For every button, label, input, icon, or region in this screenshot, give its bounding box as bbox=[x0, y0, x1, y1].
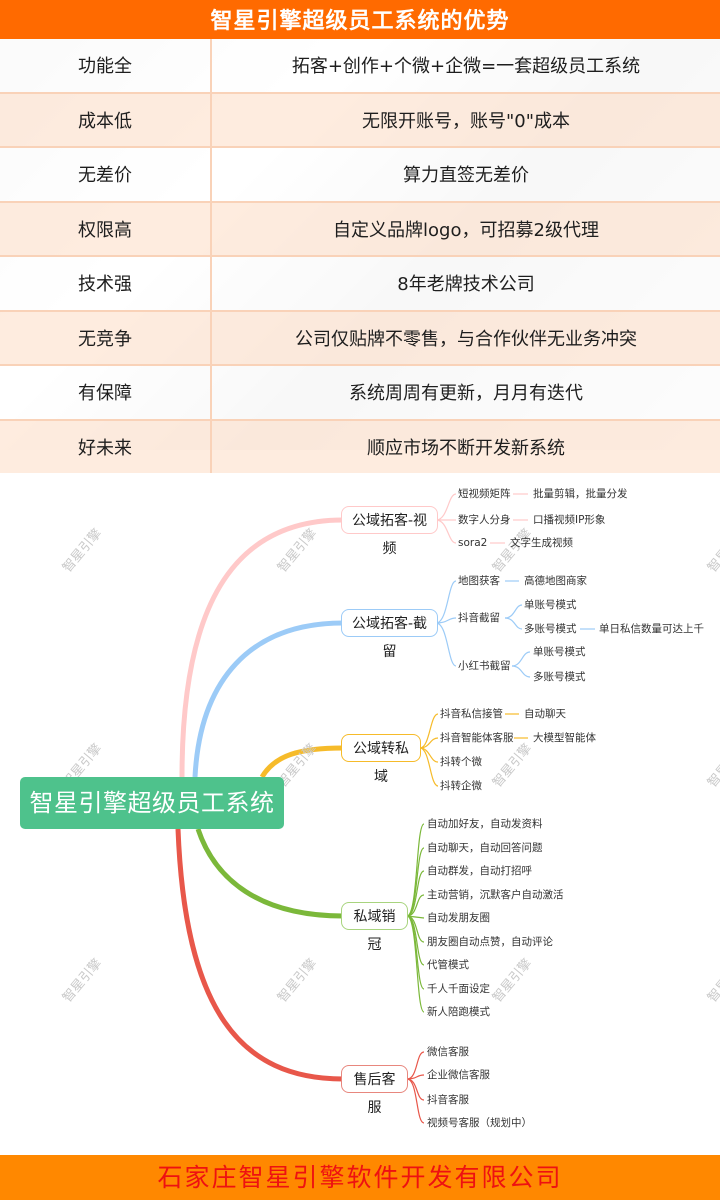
leaf-node: 多账号模式 bbox=[533, 671, 586, 683]
leaf-node: 高德地图商家 bbox=[524, 575, 587, 587]
leaf-node: 千人千面设定 bbox=[427, 983, 490, 995]
leaf-node: 自动发朋友圈 bbox=[427, 912, 490, 924]
mindmap-connectors bbox=[175, 493, 595, 1124]
advantages-title: 智星引擎超级员工系统的优势 bbox=[0, 0, 720, 39]
leaf-node: 小红书截留 bbox=[458, 660, 511, 672]
leaf-node: 企业微信客服 bbox=[427, 1069, 490, 1081]
table-row: 技术强 8年老牌技术公司 bbox=[0, 257, 720, 312]
leaf-node: 批量剪辑，批量分发 bbox=[533, 488, 628, 500]
table-row: 无差价 算力直签无差价 bbox=[0, 148, 720, 203]
table-row: 有保障 系统周周有更新，月月有迭代 bbox=[0, 366, 720, 421]
branch-node-public-intercept[interactable]: 公域拓客-截留 bbox=[341, 609, 438, 660]
row-value: 8年老牌技术公司 bbox=[397, 274, 535, 296]
table-row: 功能全 拓客+创作+个微+企微=一套超级员工系统 bbox=[0, 39, 720, 94]
leaf-node: 多账号模式 bbox=[524, 623, 577, 635]
branch-node-after-sales[interactable]: 售后客服 bbox=[341, 1065, 408, 1116]
leaf-node: 朋友圈自动点赞，自动评论 bbox=[427, 936, 553, 948]
row-key: 无竞争 bbox=[0, 311, 212, 364]
leaf-node: 微信客服 bbox=[427, 1046, 469, 1058]
row-key: 技术强 bbox=[0, 257, 212, 310]
leaf-node: 短视频矩阵 bbox=[458, 488, 511, 500]
leaf-node: 单账号模式 bbox=[524, 599, 577, 611]
leaf-node: 抖音智能体客服 bbox=[440, 732, 514, 744]
advantages-table: 智星引擎超级员工系统的优势 功能全 拓客+创作+个微+企微=一套超级员工系统 成本… bbox=[0, 0, 720, 473]
row-key: 成本低 bbox=[0, 93, 212, 146]
company-footer: 石家庄智星引擎软件开发有限公司 bbox=[0, 1155, 720, 1200]
table-row: 权限高 自定义品牌logo，可招募2级代理 bbox=[0, 202, 720, 257]
leaf-node: 抖音客服 bbox=[427, 1094, 469, 1106]
leaf-node: 视频号客服（规划中） bbox=[427, 1117, 532, 1129]
row-value: 算力直签无差价 bbox=[403, 165, 529, 187]
row-key: 功能全 bbox=[0, 39, 212, 92]
branch-node-public-to-private[interactable]: 公域转私域 bbox=[341, 734, 421, 785]
leaf-node: 抖音私信接管 bbox=[440, 708, 503, 720]
leaf-node: 新人陪跑模式 bbox=[427, 1006, 490, 1018]
table-row: 好未来 顺应市场不断开发新系统 bbox=[0, 420, 720, 473]
leaf-node: 抖转企微 bbox=[440, 780, 482, 792]
leaf-node: 口播视频IP形象 bbox=[533, 514, 606, 526]
leaf-node: 抖转个微 bbox=[440, 756, 482, 768]
row-key: 有保障 bbox=[0, 366, 212, 419]
row-value: 拓客+创作+个微+企微=一套超级员工系统 bbox=[291, 56, 641, 78]
leaf-node: 自动聊天 bbox=[524, 708, 566, 720]
row-key: 好未来 bbox=[0, 420, 212, 473]
row-value: 公司仅贴牌不零售，与合作伙伴无业务冲突 bbox=[295, 328, 637, 350]
mindmap-root-node[interactable]: 智星引擎超级员工系统 bbox=[20, 777, 284, 829]
leaf-node: 大模型智能体 bbox=[533, 732, 596, 744]
leaf-node: 自动加好友，自动发资料 bbox=[427, 818, 543, 830]
leaf-node: 单日私信数量可达上千 bbox=[599, 623, 704, 635]
mindmap: 智星引擎 智星引擎 智星引擎 智星引擎 智星引擎 智星引擎 智星引擎 智星引擎 … bbox=[0, 450, 720, 1155]
leaf-node: 单账号模式 bbox=[533, 646, 586, 658]
leaf-node: sora2 bbox=[458, 537, 488, 549]
row-value: 无限开账号，账号"0"成本 bbox=[361, 110, 570, 132]
leaf-node: 自动聊天，自动回答问题 bbox=[427, 842, 543, 854]
leaf-node: 主动营销，沉默客户自动激活 bbox=[427, 889, 564, 901]
leaf-node: 数字人分身 bbox=[458, 514, 511, 526]
leaf-node: 代管模式 bbox=[427, 959, 469, 971]
leaf-node: 抖音截留 bbox=[458, 612, 500, 624]
leaf-node: 地图获客 bbox=[458, 575, 500, 587]
row-key: 权限高 bbox=[0, 202, 212, 255]
leaf-node: 文字生成视频 bbox=[510, 537, 573, 549]
leaf-node: 自动群发，自动打招呼 bbox=[427, 865, 532, 877]
branch-node-private-sales[interactable]: 私域销冠 bbox=[341, 902, 408, 953]
row-key: 无差价 bbox=[0, 148, 212, 201]
table-row: 无竞争 公司仅贴牌不零售，与合作伙伴无业务冲突 bbox=[0, 311, 720, 366]
branch-node-public-video[interactable]: 公域拓客-视频 bbox=[341, 506, 438, 557]
table-row: 成本低 无限开账号，账号"0"成本 bbox=[0, 93, 720, 148]
row-value: 自定义品牌logo，可招募2级代理 bbox=[333, 219, 599, 241]
row-value: 系统周周有更新，月月有迭代 bbox=[349, 383, 583, 405]
company-name: 石家庄智星引擎软件开发有限公司 bbox=[157, 1163, 563, 1192]
row-value: 顺应市场不断开发新系统 bbox=[367, 437, 565, 459]
